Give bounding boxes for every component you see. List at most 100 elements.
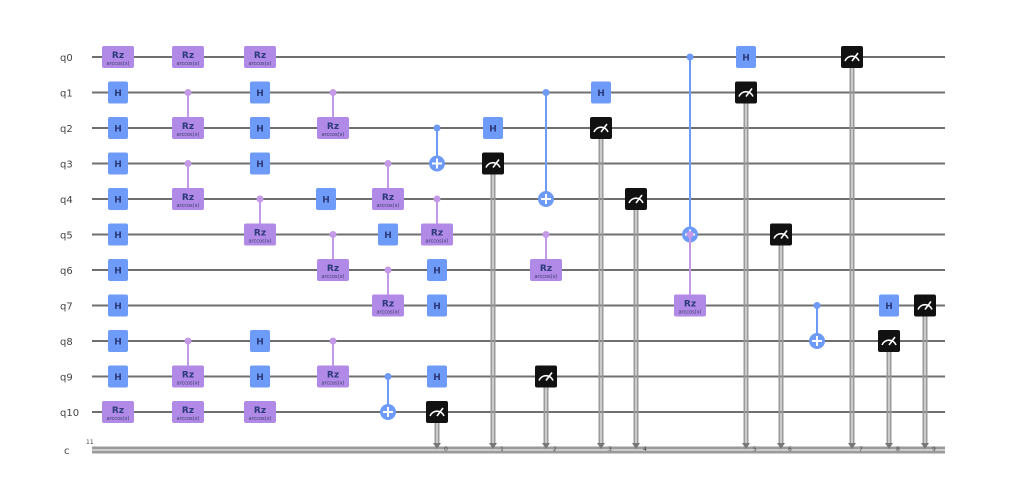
gate-17-h: H [250,81,270,104]
gate-1-h-label: H [114,89,122,99]
gate-26-crz-target-label: Rz [327,371,339,381]
gate-34-h-label: H [433,267,441,277]
gate-44-measure-bit-label: 3 [608,446,612,453]
gate-28-crz-target-label: Rz [382,193,394,203]
gate-45-measure-bit-label: 4 [643,446,647,453]
gate-24-crz-target-label: Rz [327,122,339,132]
gate-39-measure-needle [492,159,500,168]
gate-28-crz-control [384,160,392,167]
gate-27-h-box [316,188,336,210]
gate-50-measure-box [770,223,792,246]
gate-6-h-label: H [114,267,122,277]
gate-1-h-box [108,81,128,104]
gate-55-measure-arrow [921,443,929,449]
gate-12-crz-target-box [172,117,204,139]
gate-2-h-box [108,117,128,139]
gate-24-crz-target-param: arccos(x) [321,132,344,138]
gate-49-measure-box [735,81,757,104]
gate-52-measure-bit-label: 7 [859,446,863,453]
qubit-label-q0: q0 [60,53,73,64]
qubit-label-q3: q3 [60,160,73,171]
gate-34-h-box [427,259,447,281]
gate-39-measure-box [482,152,504,175]
gate-7-h: H [108,294,128,317]
gate-50-measure-needle [780,230,788,239]
gate-45-measure-arc [628,197,644,204]
gate-10-rz-label: Rz [112,406,124,416]
gate-48-h-label: H [742,54,750,64]
gate-20-crz-target-label: Rz [254,229,266,239]
gate-18-h: H [250,117,270,139]
gate-17-h-label: H [256,89,264,99]
gate-9-h-label: H [114,373,122,383]
gate-39-measure-arc [485,161,501,168]
gate-11-rz-param: arccos(x) [176,61,199,67]
gate-53-h-label: H [885,302,893,312]
gate-21-h: H [250,330,270,352]
gate-3-h: H [108,152,128,175]
gate-41-crz-target-param: arccos(x) [534,274,557,280]
gate-50-measure-arc [773,232,789,239]
gate-45-measure [625,188,647,210]
gate-30-crz-target-box [372,294,404,317]
gate-24-crz-control [329,89,337,96]
qubit-label-q10: q10 [60,408,79,419]
gate-44-measure-arc [593,126,609,133]
gate-0-rz-box [102,46,134,68]
classical-label: c [64,446,70,457]
gate-50-measure-arrow [777,443,785,449]
gate-4-h-box [108,188,128,210]
gate-33-crz-target-box [421,223,453,246]
gate-26-crz-target-box [317,365,349,388]
gate-14-crz-target-param: arccos(x) [176,381,199,387]
gate-8-h-label: H [114,338,122,348]
gate-54-measure-needle [888,336,896,346]
gate-34-h: H [427,259,447,281]
gate-54-measure-box [878,330,900,352]
gate-52-measure-arc [844,55,860,62]
gate-49-measure [735,81,757,104]
gate-32-cx-target [429,155,445,172]
gate-28-crz-target-box [372,188,404,210]
gate-27-h: H [316,188,336,210]
gate-15-rz-box [172,401,204,423]
gate-26-crz-control [329,337,337,345]
gate-36-h: H [427,365,447,388]
gate-55-measure [914,294,936,317]
gate-44-measure-arrow [597,443,605,449]
gate-20-crz-target-param: arccos(x) [248,239,271,245]
qubit-label-q1: q1 [60,89,73,100]
qubit-label-q4: q4 [60,195,73,206]
gate-42-measure-arc [538,374,554,381]
gate-23-rz-param: arccos(x) [248,416,271,422]
gate-43-h-box [591,81,611,104]
gate-36-h-box [427,365,447,388]
gate-39-measure-arrow [489,443,497,449]
gate-25-crz-control [329,231,337,238]
gate-35-h-box [427,294,447,317]
gate-9-h: H [108,365,128,388]
gate-4-h-label: H [114,196,122,206]
gate-49-measure-needle [745,88,753,97]
gate-0-rz-param: arccos(x) [106,61,129,67]
gate-5-h-label: H [114,231,122,241]
gate-18-h-box [250,117,270,139]
gate-13-crz-target-box [172,188,204,210]
gate-19-h-box [250,152,270,175]
gate-39-measure-bit-label: 1 [500,446,504,453]
gate-43-h: H [591,81,611,104]
gate-19-h: H [250,152,270,175]
gate-25-crz-target-box [317,259,349,281]
gate-16-rz-box [244,46,276,68]
gate-4-h: H [108,188,128,210]
gate-13-crz-target-param: arccos(x) [176,203,199,209]
gate-43-h-label: H [597,89,605,99]
gate-24-crz-target-box [317,117,349,139]
gate-32-cx-control [433,124,441,132]
gate-38-h-label: H [489,125,497,135]
